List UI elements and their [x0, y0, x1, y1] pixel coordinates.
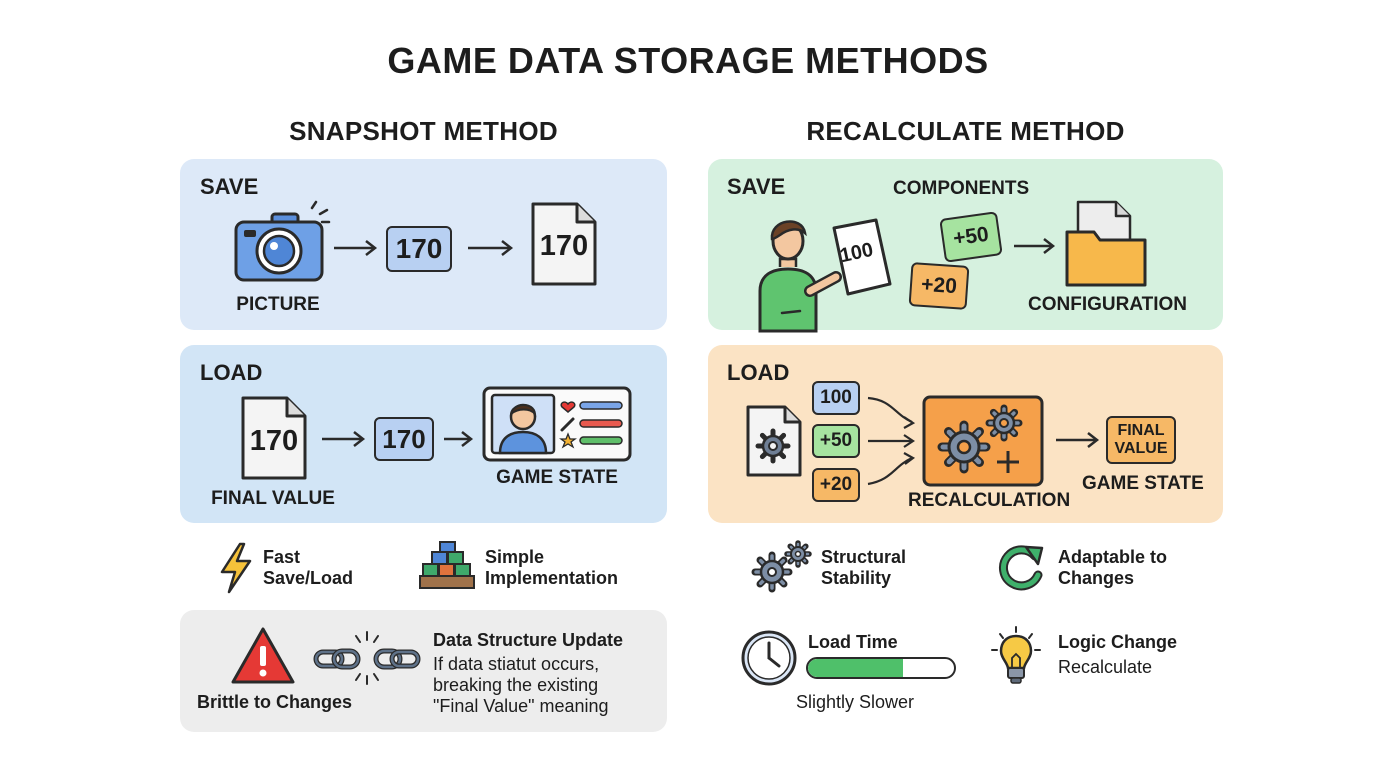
document-icon: [241, 396, 307, 480]
load-input-3: +20: [812, 468, 860, 502]
cycle-arrow-icon: [999, 545, 1044, 591]
lightning-icon: [220, 542, 252, 594]
recalc-pro-2-line1: Adaptable to: [1058, 547, 1168, 567]
final-value-caption: FINAL VALUE: [211, 488, 335, 509]
page-title: GAME DATA STORAGE METHODS: [387, 40, 989, 81]
load-time-caption: Slightly Slower: [796, 692, 915, 712]
lightbulb-icon: [991, 626, 1041, 684]
recalculate-save-label: SAVE: [727, 174, 786, 199]
recalc-pro-1: Structural Stability: [821, 547, 906, 589]
load-time-title: Load Time: [808, 632, 898, 652]
arrow-icon: [1014, 238, 1056, 254]
recalculation-caption: RECALCULATION: [908, 490, 1071, 511]
components-label: COMPONENTS: [893, 178, 1030, 199]
warning-icon: [231, 627, 295, 684]
load-input-1: 100: [812, 381, 860, 415]
snapshot-pro-1-line2: Save/Load: [263, 568, 354, 588]
snapshot-pro-1: Fast Save/Load: [263, 547, 353, 589]
recalc-pro-1-line2: Stability: [821, 568, 892, 588]
bonus-b-box: +20: [908, 262, 970, 310]
snapshot-load-file-value: 170: [249, 425, 299, 457]
recalc-game-state-caption: GAME STATE: [1082, 473, 1204, 494]
blocks-icon: [419, 541, 475, 589]
recalc-pro-2: Adaptable to Changes: [1058, 547, 1167, 589]
snapshot-pro-1-line1: Fast: [263, 547, 301, 567]
document-icon: [531, 202, 597, 286]
recalculate-heading: RECALCULATE METHOD: [806, 116, 1125, 146]
arrow-icon: [334, 240, 378, 256]
snapshot-heading: SNAPSHOT METHOD: [289, 116, 558, 146]
snapshot-load-value-box: 170: [374, 417, 434, 461]
final-value-box: FINAL VALUE: [1106, 416, 1176, 464]
snapshot-load-label: LOAD: [200, 360, 263, 385]
person-icon: [758, 220, 842, 333]
recalculation-engine-icon: [922, 395, 1044, 487]
load-time-fill: [808, 659, 903, 677]
con-line-3: "Final Value" meaning: [433, 696, 609, 716]
broken-chain-icon: [313, 631, 421, 685]
gears-icon: [751, 540, 812, 593]
snapshot-pro-2: Simple Implementation: [485, 547, 618, 589]
snapshot-save-value-box: 170: [386, 226, 452, 272]
game-state-caption: GAME STATE: [496, 467, 618, 488]
folder-icon: [1065, 200, 1147, 287]
con-line-2: breaking the existing: [433, 675, 599, 695]
load-input-2: +50: [812, 424, 860, 458]
clock-icon: [741, 630, 797, 686]
recalculate-load-label: LOAD: [727, 360, 790, 385]
arrow-icon: [444, 431, 474, 447]
camera-caption: PICTURE: [236, 294, 320, 315]
brittle-caption: Brittle to Changes: [197, 692, 353, 712]
camera-icon: [234, 200, 331, 282]
snapshot-pro-2-line2: Implementation: [485, 568, 619, 588]
load-time-bar: [806, 657, 956, 679]
final-value-line1: FINAL: [1117, 422, 1165, 439]
recalc-pro-1-line1: Structural: [821, 547, 907, 567]
final-value-line2: VALUE: [1114, 440, 1168, 457]
snapshot-save-label: SAVE: [200, 174, 259, 199]
recalc-pro-2-line2: Changes: [1058, 568, 1135, 588]
bonus-a-box: +50: [939, 211, 1003, 263]
converging-arrows-icon: [867, 396, 916, 486]
arrow-icon: [322, 431, 366, 447]
logic-change-subtitle: Recalculate: [1058, 657, 1153, 677]
configuration-caption: CONFIGURATION: [1028, 294, 1188, 315]
arrow-icon: [468, 240, 514, 256]
con-line-1: If data stiatut occurs,: [433, 654, 600, 674]
snapshot-pro-2-line1: Simple: [485, 547, 545, 567]
gear-document-icon: [746, 405, 802, 477]
game-state-card-icon: [482, 386, 632, 462]
con-title: Data Structure Update: [433, 630, 624, 650]
paper-icon: [832, 218, 892, 296]
arrow-icon: [1056, 432, 1100, 448]
logic-change-title: Logic Change: [1058, 632, 1178, 652]
snapshot-save-file-value: 170: [539, 230, 589, 262]
